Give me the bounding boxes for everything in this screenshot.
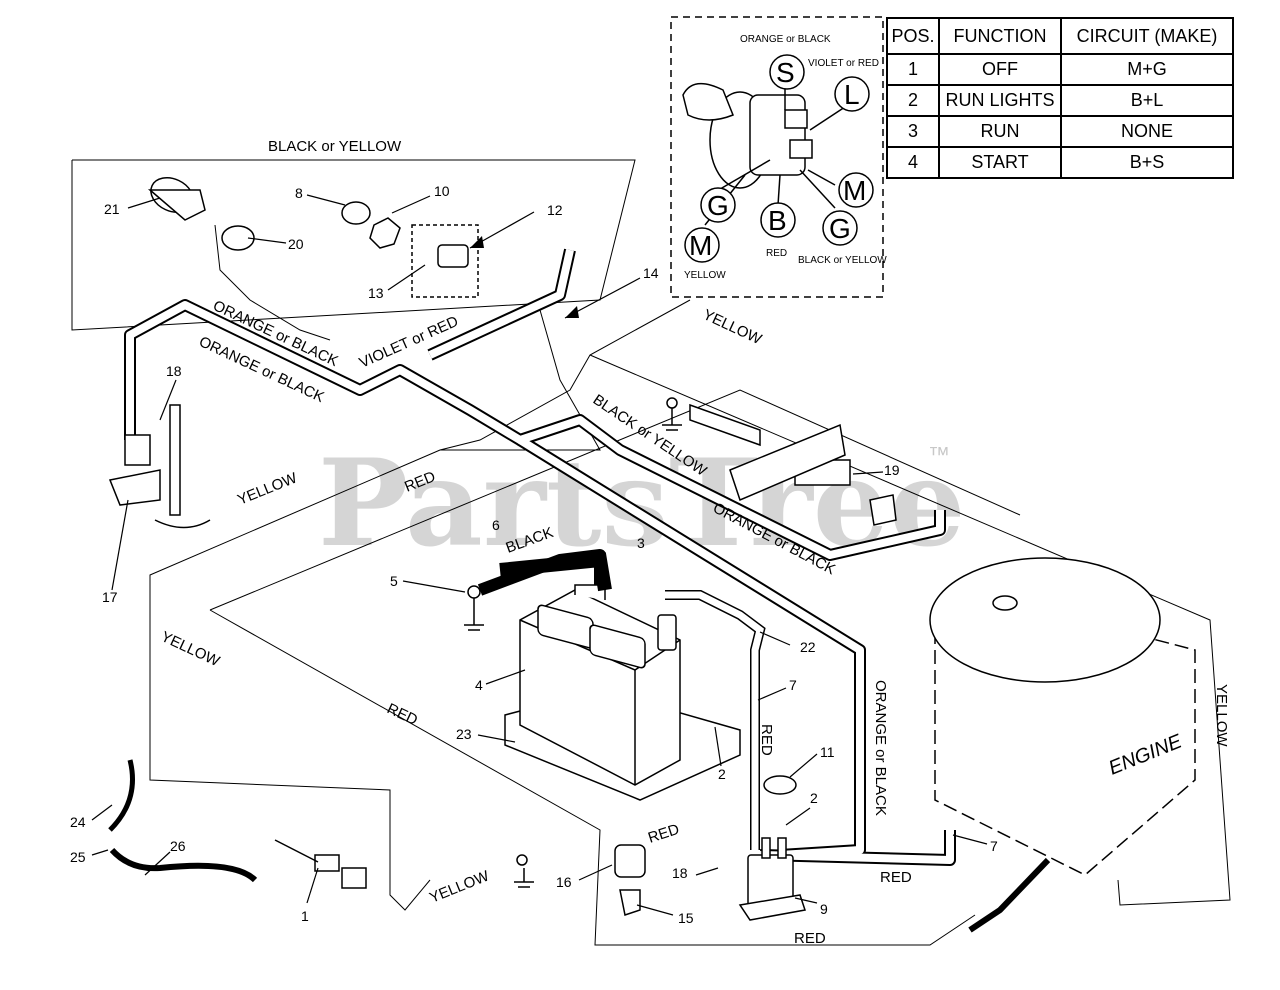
table-cell: B+L [1060, 84, 1234, 117]
small-parts [108, 177, 897, 916]
terminal-g-right: G [829, 213, 851, 244]
table-cell: B+S [1060, 146, 1234, 179]
negative-cable [499, 552, 612, 592]
part-number-4: 4 [475, 677, 483, 693]
fuel-line [109, 847, 258, 883]
part-number-2-solenoid: 2 [810, 790, 818, 806]
table-cell: 3 [886, 115, 940, 148]
table-cell: RUN LIGHTS [938, 84, 1062, 117]
part-number-14: 14 [643, 265, 659, 281]
wire-label-red-bottom-3: RED [794, 930, 826, 947]
engine [929, 557, 1196, 933]
terminal-g-left: G [707, 190, 729, 221]
wire-label-yellow-left: YELLOW [235, 469, 300, 508]
inset-label-yellow: YELLOW [684, 270, 726, 281]
wire-label-red-low-left: RED [384, 700, 420, 729]
table-cell: 1 [886, 53, 940, 86]
clamp-wire [108, 759, 135, 832]
ignition-switch-detail [682, 55, 849, 226]
table-cell: START [938, 146, 1062, 179]
part-number-26: 26 [170, 838, 186, 854]
part-number-17: 17 [102, 589, 118, 605]
table-row: 3 RUN NONE [886, 115, 1234, 148]
wire-label-black-or-yellow-top: BLACK or YELLOW [268, 138, 402, 155]
part-number-7-right: 7 [990, 838, 998, 854]
wire-label-orange-or-black-vertical: ORANGE or BLACK [872, 680, 889, 816]
ignition-function-table: POS. FUNCTION CIRCUIT (MAKE) 1 OFF M+G 2… [886, 17, 1234, 179]
thin-wires [149, 224, 1231, 946]
inset-label-red: RED [766, 248, 787, 259]
part-number-15: 15 [678, 910, 694, 926]
terminal-m-left: M [689, 230, 712, 261]
part-number-24: 24 [70, 814, 86, 830]
terminal-g-right-circle [822, 210, 858, 246]
header-pos: POS. [886, 17, 940, 55]
terminal-m-right: M [843, 175, 866, 206]
part-number-23: 23 [456, 726, 472, 742]
part-number-25: 25 [70, 849, 86, 865]
terminal-b-circle [760, 202, 796, 238]
trademark: ™ [928, 442, 950, 467]
table-cell: 2 [886, 84, 940, 117]
table-row: 2 RUN LIGHTS B+L [886, 84, 1234, 117]
inset-label-orange-black: ORANGE or BLACK [740, 34, 831, 45]
part-number-10: 10 [434, 183, 450, 199]
wire-label-yellow-low-left: YELLOW [158, 628, 223, 670]
inset-label-black-yellow: BLACK or YELLOW [798, 255, 887, 266]
terminal-s-circle [769, 54, 805, 90]
table-cell: 4 [886, 146, 940, 179]
wire-label-yellow-top: YELLOW [700, 306, 765, 348]
part-number-3: 3 [637, 535, 645, 551]
ground-symbols [464, 397, 682, 888]
terminal-s: S [776, 57, 795, 88]
table-header-row: POS. FUNCTION CIRCUIT (MAKE) [886, 17, 1234, 55]
part-number-22: 22 [800, 639, 816, 655]
starter-solenoid [738, 837, 806, 921]
part-number-11: 11 [820, 744, 835, 760]
part-number-5: 5 [390, 573, 398, 589]
table-cell: NONE [1060, 115, 1234, 148]
battery [504, 584, 741, 801]
table-cell: OFF [938, 53, 1062, 86]
table-row: 1 OFF M+G [886, 53, 1234, 86]
part-number-21: 21 [104, 201, 120, 217]
part-number-13: 13 [368, 285, 384, 301]
watermark: PartsTree [318, 433, 965, 574]
wire-label-red-bottom-2: RED [880, 869, 912, 886]
part-number-12: 12 [547, 202, 563, 218]
part-number-1: 1 [301, 908, 309, 924]
wire-label-yellow-bottom: YELLOW [427, 867, 492, 906]
part-number-7-mid: 7 [789, 677, 797, 693]
terminal-m-right-circle [838, 172, 874, 208]
part-number-16: 16 [556, 874, 572, 890]
table-row: 4 START B+S [886, 146, 1234, 179]
wire-label-red-bottom-1: RED [646, 821, 682, 847]
part-number-18-bottom: 18 [672, 865, 688, 881]
part-number-6: 6 [492, 517, 500, 533]
inset-label-violet-red: VIOLET or RED [808, 58, 879, 69]
part-number-8: 8 [295, 185, 303, 201]
wire-label-red-vertical: RED [758, 724, 775, 756]
part-number-20: 20 [288, 236, 304, 252]
table-cell: M+G [1060, 53, 1234, 86]
terminal-l: L [844, 79, 860, 110]
wire-label-yellow-right: YELLOW [1213, 684, 1230, 747]
header-circuit: CIRCUIT (MAKE) [1060, 17, 1234, 55]
part-number-2-lower: 2 [718, 766, 726, 782]
part-number-18-top: 18 [166, 363, 182, 379]
header-function: FUNCTION [938, 17, 1062, 55]
terminal-g-left-circle [700, 187, 736, 223]
part-number-19: 19 [884, 462, 900, 478]
table-cell: RUN [938, 115, 1062, 148]
ignition-inset-border [670, 16, 884, 298]
terminal-b: B [768, 205, 787, 236]
terminal-l-circle [834, 76, 870, 112]
part-number-9: 9 [820, 901, 828, 917]
terminal-m-left-circle [684, 227, 720, 263]
